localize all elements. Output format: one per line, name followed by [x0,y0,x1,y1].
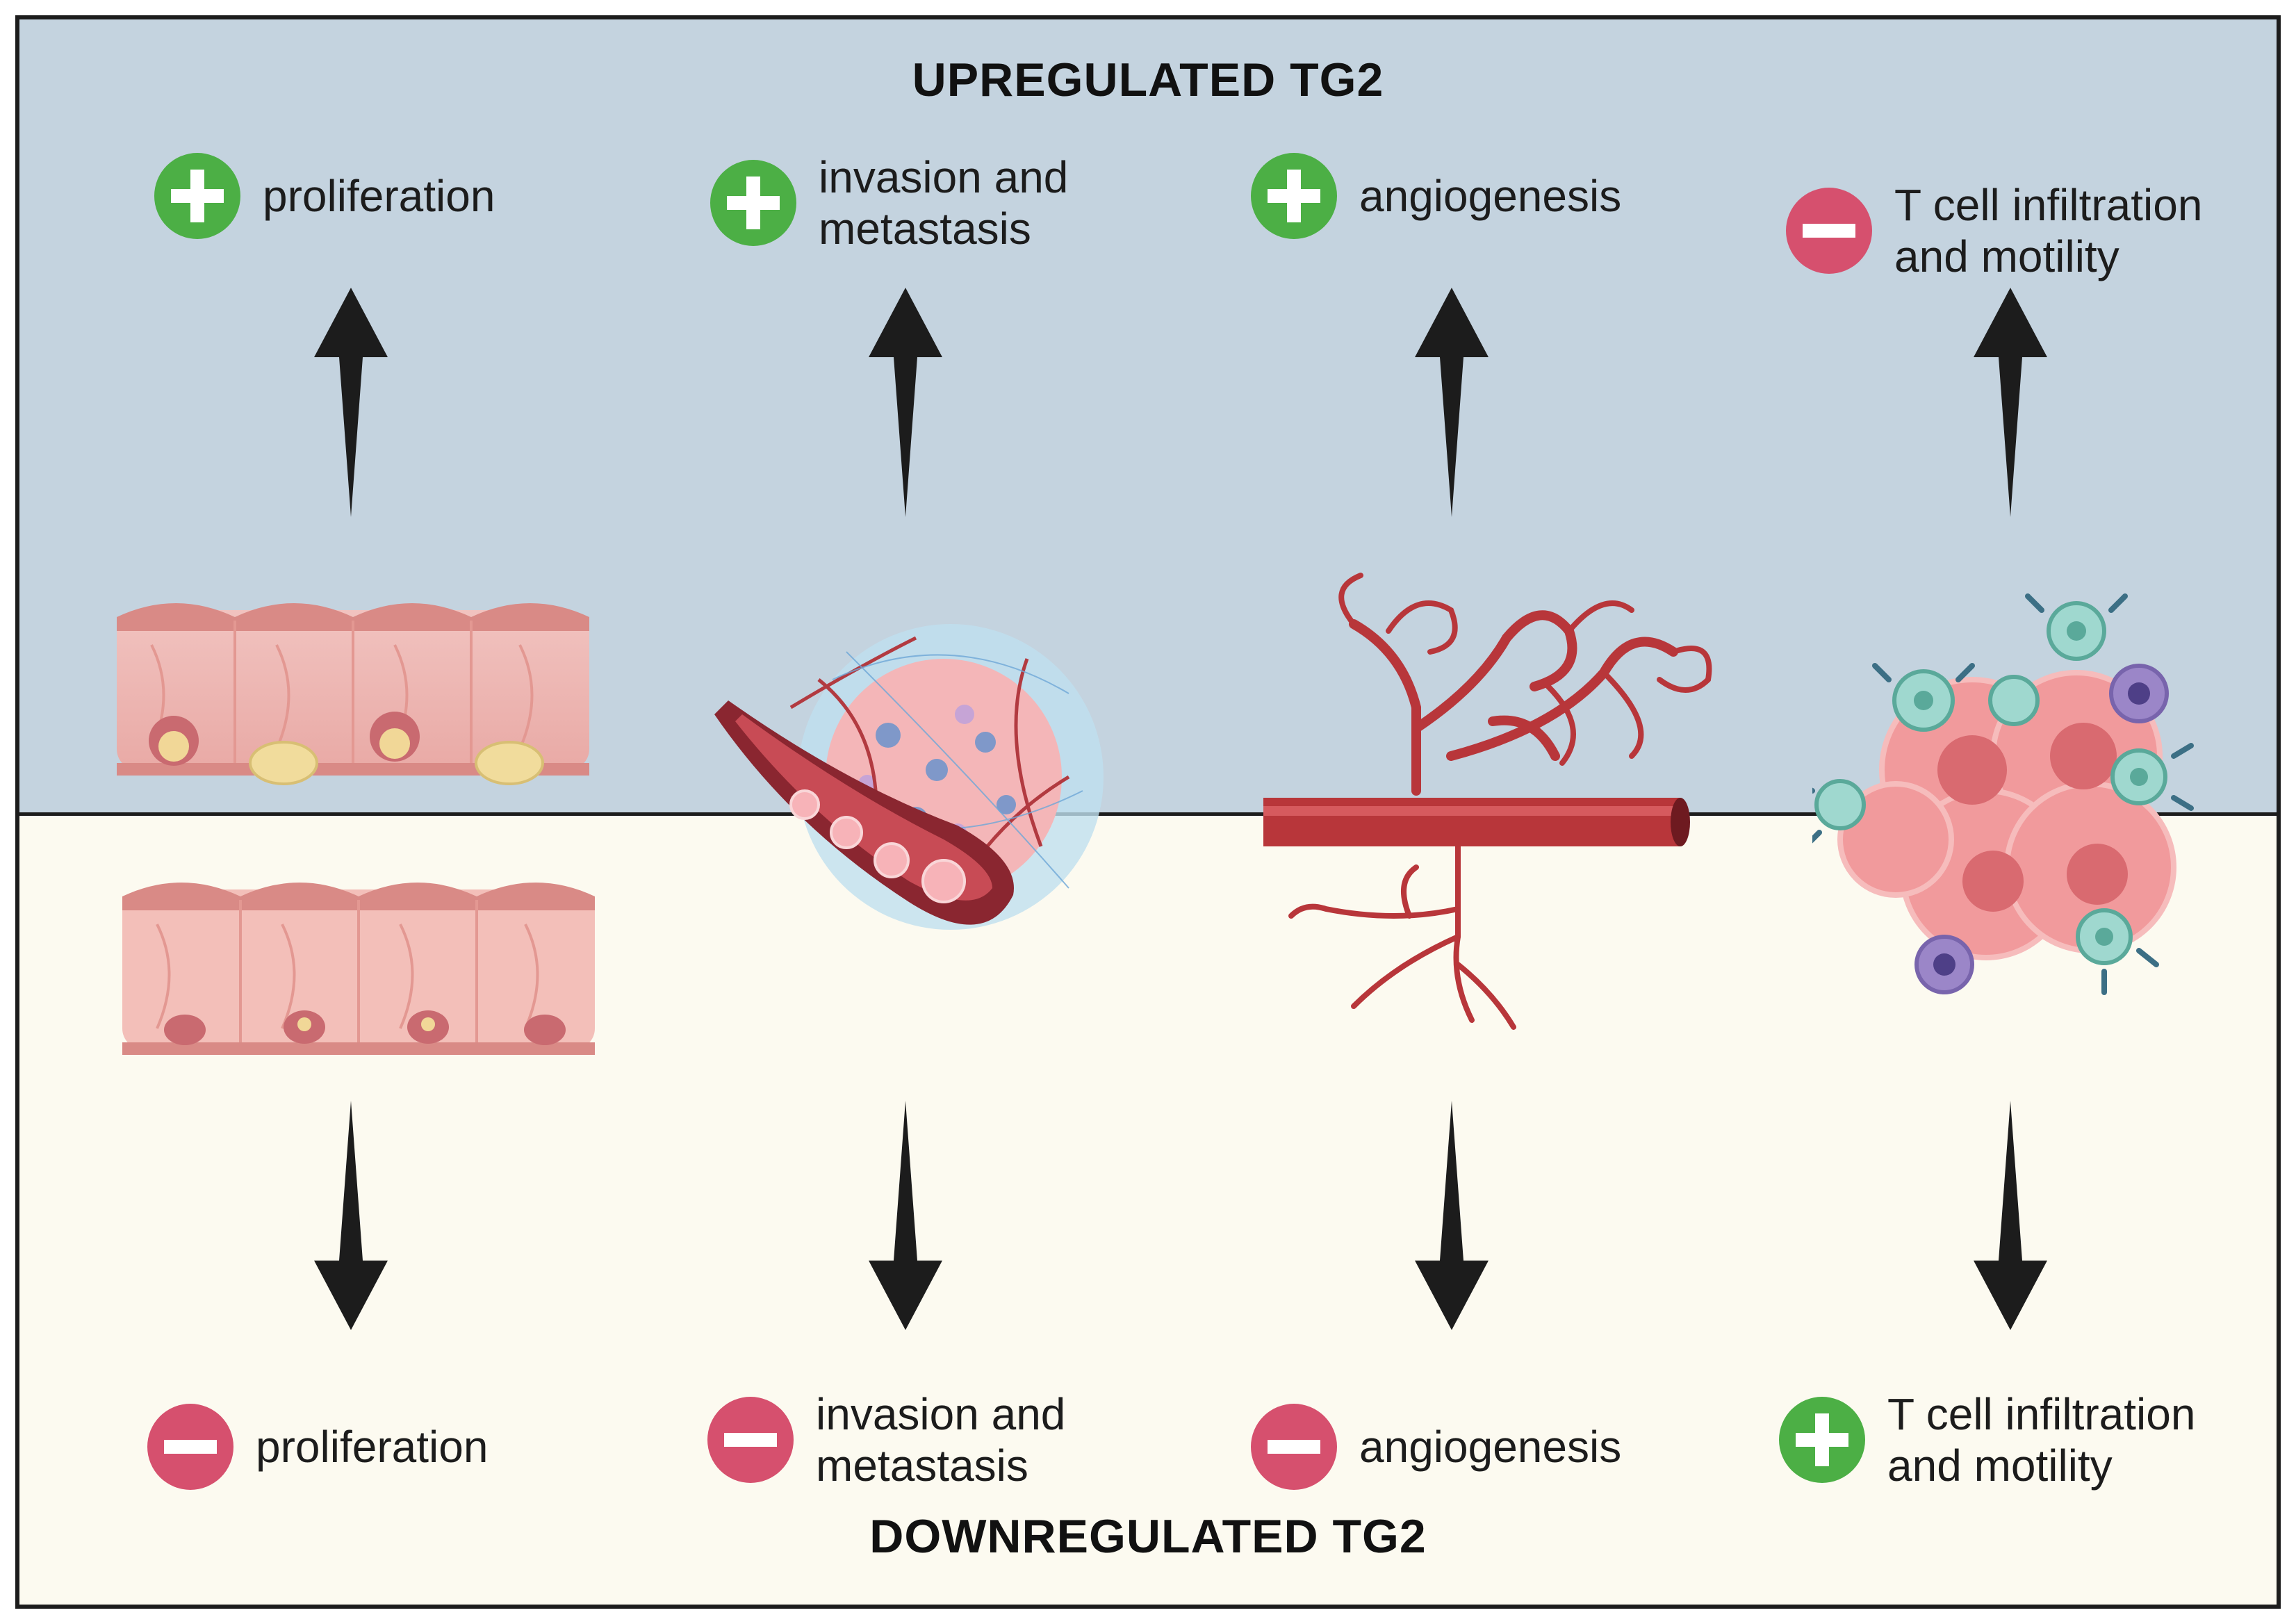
arrow-up-icon [314,288,388,517]
tumor-tcell-illustration [1812,593,2194,995]
colon-tissue-tumor-illustration [117,603,589,785]
colon-tissue-normal-illustration [122,883,595,1055]
minus-circle-icon [1251,1404,1337,1490]
lower-effect-proliferation: proliferation [146,1402,488,1491]
downregulated-title: DOWNREGULATED TG2 [869,1510,1427,1563]
effect-label: proliferation [263,171,495,221]
arrow-down-icon [1974,1101,2047,1330]
upregulated-title: UPREGULATED TG2 [912,54,1384,106]
plus-circle-icon [1251,153,1337,239]
angiogenesis-blood-vessel-illustration [1263,573,1712,1030]
plus-circle-icon [710,160,796,246]
upper-effect-angiogenesis: angiogenesis [1249,151,1621,240]
plus-circle-icon [1779,1397,1865,1483]
arrow-down-icon [1415,1101,1489,1330]
figure-frame: UPREGULATED TG2 DOWNREGULATED TG2 prolif… [15,15,2281,1609]
upper-effect-proliferation: proliferation [153,151,495,240]
arrow-up-icon [1415,288,1489,517]
lower-effect-angiogenesis: angiogenesis [1249,1402,1621,1491]
effect-label: angiogenesis [1359,171,1622,221]
minus-circle-icon [147,1404,233,1490]
arrow-down-icon [314,1101,388,1330]
minus-circle-icon [707,1397,794,1483]
arrow-up-icon [869,288,942,517]
minus-circle-icon [1786,188,1872,274]
tumor-metastasis-illustration [714,624,1104,930]
effect-label: proliferation [256,1422,489,1472]
plus-circle-icon [154,153,240,239]
arrow-down-icon [869,1101,942,1330]
arrow-up-icon [1974,288,2047,517]
effect-label: angiogenesis [1359,1422,1622,1472]
